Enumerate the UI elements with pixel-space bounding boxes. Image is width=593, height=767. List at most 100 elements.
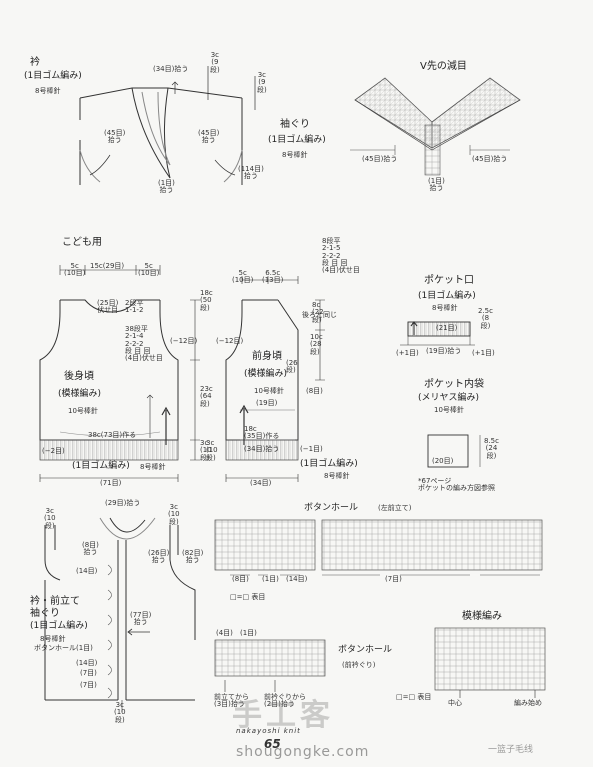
armhole-rib: (1目ゴム編み): [268, 135, 326, 145]
back-width: (71目): [100, 479, 122, 487]
collar-front-height-top: 3c (10 段): [44, 507, 56, 530]
armhole-pickup: (114目) 拾う: [238, 165, 264, 181]
bh-front-1: (1目): [262, 575, 279, 583]
collar-title: 衿: [30, 57, 40, 68]
front-v-dec: 8段平 2-1-5 2-2-2 段 目 回 (4目)伏せ目: [322, 237, 360, 275]
collar-front-m14: (14目): [76, 659, 98, 667]
front-nineteen: (19目): [256, 399, 278, 407]
watermark-cn: 手工客: [232, 698, 334, 733]
pocket-inner-title: ポケット内袋: [424, 379, 484, 390]
back-hem-dec: (−2目): [42, 447, 65, 455]
collar-outline: [79, 87, 243, 185]
back-top-mid: 15c(29目): [90, 262, 125, 270]
back-top-left: 5c (10目): [64, 262, 86, 278]
front-cast: 18c (35目)作る: [244, 425, 280, 441]
collar-front-needle: 8号棒針: [40, 635, 66, 643]
bh-front-sub: (左前立て): [378, 504, 412, 512]
collar-left-pickup: (45目) 拾う: [104, 129, 126, 145]
pattern-chart-marks: [459, 690, 536, 698]
front-top-left: 5c (10目): [232, 269, 254, 285]
front-same-back: 後ろと同じ: [302, 311, 337, 319]
bh-neck-marks: [224, 680, 276, 692]
pocket-edge-diagram: [400, 321, 475, 346]
bh-neck-legend: □=□ 表目: [396, 693, 432, 701]
pocket-edge-needle: 8号棒針: [432, 304, 458, 312]
front-height-3: 3c (10 段): [206, 439, 218, 462]
v-decrease-left: (45目)拾う: [362, 155, 398, 163]
pattern-chart-title: 模様編み: [462, 611, 502, 622]
collar-front-outline: [44, 517, 196, 701]
back-pattern: (模様編み): [58, 389, 102, 399]
collar-front-rib: (1目ゴム編み): [30, 621, 88, 631]
pocket-inner-needle: 10号棒針: [434, 406, 464, 414]
back-neck-dec: 2段平 1-1-2: [125, 299, 144, 315]
pocket-edge-title: ポケット口: [424, 275, 474, 286]
collar-front-pick-29: (29目)拾う: [105, 499, 141, 507]
footer-brand: nakayoshi knit: [236, 727, 301, 735]
front-height-10: 10c (28 段): [310, 333, 323, 356]
bh-neck-title: ボタンホール: [338, 645, 393, 655]
back-neck-bind: (25目) 伏せ目: [97, 299, 119, 315]
collar-front-title: 衿・前立て 袖ぐり: [30, 596, 80, 619]
bh-neck-sub: (前衿ぐり): [342, 661, 376, 669]
pocket-inner-knit: (メリヤス編み): [418, 393, 480, 403]
v-decrease-center: (1目) 拾う: [428, 177, 445, 193]
v-decrease-chart: [350, 77, 521, 176]
pocket-inner-height: 8.5c (24 段): [484, 437, 499, 460]
front-dims: [225, 276, 325, 482]
bh-front-title: ボタンホール: [304, 503, 359, 513]
page-number: 65: [264, 737, 281, 751]
collar-front-pick-82: (82目) 拾う: [182, 549, 204, 565]
collar-front-height-top2: 3c (10 段): [168, 503, 180, 526]
bh-front-8: (8目): [232, 575, 249, 583]
pocket-edge-plus-right: (+1目): [472, 349, 495, 357]
bh-front-chart-right: [321, 519, 543, 571]
pocket-inner-ref: *67ページ ポケットの編み方図参照: [418, 477, 495, 493]
credit: 一篮子毛线: [488, 745, 534, 755]
bh-front-legend: □=□ 表目: [230, 593, 266, 601]
back-side-dec-r: (−12目): [170, 337, 198, 345]
bh-neck-note-2: 前衿ぐりから (2目)拾う: [264, 693, 306, 709]
front-eight: (8目): [306, 387, 323, 395]
watermark-url: shougongke.com: [236, 744, 370, 760]
collar-height-2: 3c (9 段): [257, 71, 267, 94]
pocket-edge-plus-left: (+1目): [396, 349, 419, 357]
front-pattern: (模様編み): [244, 369, 288, 379]
back-rib: (1目ゴム編み): [72, 461, 130, 471]
collar-back-pickup: (34目)拾う: [153, 65, 189, 73]
collar-front-pick-77: (77目) 拾う: [130, 611, 152, 627]
bh-neck-4: (4目): [216, 629, 233, 637]
pocket-edge-width: (21目): [436, 324, 458, 332]
collar-height-1: 3c (9 段): [210, 51, 220, 74]
bh-neck-note-1: 前立てから (3目)拾う: [214, 693, 249, 709]
armhole-title: 袖ぐり: [280, 119, 310, 130]
collar-rib: (1目ゴム編み): [24, 71, 82, 81]
back-top-right: 5c (10目): [138, 262, 160, 278]
bh-front-14: (14目): [286, 575, 308, 583]
back-side-dec-l: (−12目): [216, 337, 244, 345]
collar-front-buttonhole: ボタンホール(1目): [34, 644, 93, 652]
pocket-edge-height: 2.5c (8 段): [478, 307, 493, 330]
armhole-needle: 8号棒針: [282, 151, 308, 159]
back-height-18: 18c (50 段): [200, 289, 213, 312]
pocket-edge-pick: (19目)拾う: [426, 347, 462, 355]
collar-front-pick-26: (26目) 拾う: [148, 549, 170, 565]
collar-right-pickup: (45目) 拾う: [198, 129, 220, 145]
collar-front-pick-8: (8目) 拾う: [82, 541, 99, 557]
pattern-chart-center: 中心: [448, 699, 462, 707]
pattern-chart-start: 編み始め: [514, 699, 542, 707]
back-needle: 10号棒針: [68, 407, 98, 415]
front-rib: (1目ゴム編み): [300, 459, 358, 469]
bh-neck-1: (1目): [240, 629, 257, 637]
back-rib-needle: 8号棒針: [140, 463, 166, 471]
front-needle: 10号棒針: [254, 387, 284, 395]
collar-front-height-bot: 3c (10 段): [114, 701, 126, 724]
bh-front-7: (7目): [385, 575, 402, 583]
collar-front-m7b: (7目): [80, 681, 97, 689]
collar-front-buttonholes: [107, 564, 112, 699]
pocket-edge-rib: (1目ゴム編み): [418, 291, 476, 301]
back-dims: [39, 265, 200, 482]
back-height-3: 3c (10 段): [200, 439, 212, 462]
front-height-26: (26 段): [286, 359, 298, 375]
collar-front-left-14: (14目): [76, 567, 98, 575]
